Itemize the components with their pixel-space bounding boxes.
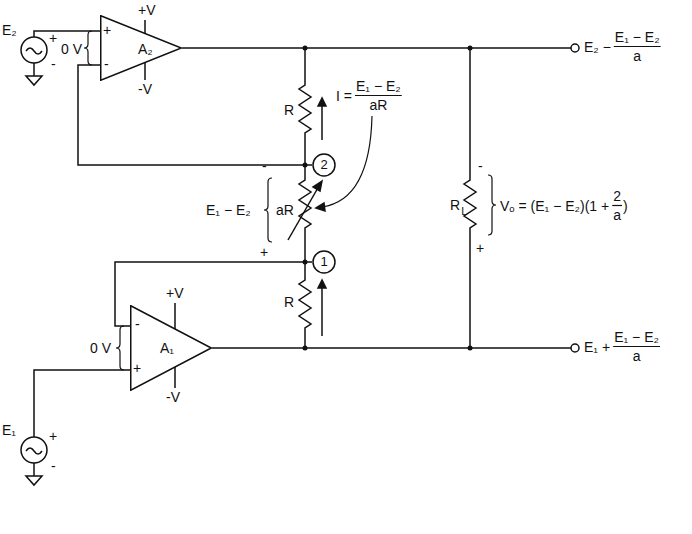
- junction-dot: [303, 346, 308, 351]
- callout-text: 1: [320, 254, 327, 270]
- circuit-label: R: [284, 294, 294, 310]
- voltage-source: [21, 37, 47, 63]
- circuit-label: 0 V: [61, 41, 82, 57]
- circuit-label: +: [49, 428, 57, 444]
- circuit-label: -V: [166, 389, 180, 405]
- circuit-label: +V: [166, 285, 184, 301]
- resistor-symbol: [299, 48, 311, 165]
- op-amp: A₁: [130, 305, 212, 391]
- circuit-label: -: [51, 56, 56, 72]
- circuit-label: -: [104, 56, 109, 72]
- circuit-label: aR: [276, 202, 294, 218]
- wire: [34, 370, 130, 437]
- circuit-label: aR: [369, 97, 387, 113]
- fraction-bars: [355, 47, 661, 347]
- ground-symbol: [26, 76, 42, 85]
- ac-symbol: [26, 48, 42, 54]
- variable-resistor-symbol: [299, 165, 311, 262]
- arrowhead: [318, 280, 326, 288]
- op-amp-name: A₁: [160, 340, 174, 356]
- circuit-label: +: [260, 244, 268, 260]
- circuit-label: +: [103, 22, 111, 38]
- circuit-label: E₁ − E₂: [356, 78, 401, 94]
- outline: [131, 306, 212, 391]
- brace: [488, 175, 496, 235]
- circuit-label: Vₒ = (E₁ − E₂)(1 +: [500, 198, 609, 214]
- callout-text: 2: [320, 157, 327, 173]
- circuit-label: L: [461, 203, 467, 219]
- callout-lead: [305, 165, 312, 262]
- current-arrow: [321, 104, 323, 140]
- arrowhead: [313, 181, 322, 191]
- brace: [264, 178, 272, 242]
- junction-dot: [303, 163, 308, 168]
- circuit-label: E₁ − E₂: [206, 202, 251, 218]
- circuit-label: ): [623, 198, 628, 214]
- circuit-label: I =: [336, 88, 352, 104]
- resistor-symbol: [299, 262, 311, 348]
- fraction-bar: [613, 346, 660, 347]
- output-terminal: [571, 44, 579, 52]
- circuit-label: -: [478, 158, 483, 174]
- circuit-label: E₁: [2, 422, 16, 438]
- circuit-label: E₂: [2, 22, 17, 38]
- output-terminal: [571, 344, 579, 352]
- fraction-bar: [614, 46, 661, 47]
- junction-dot: [303, 260, 308, 265]
- junction-dot: [468, 346, 473, 351]
- ground-symbol: [26, 476, 42, 485]
- circuit-label: -: [135, 316, 140, 332]
- wire: [212, 347, 571, 349]
- outline: [101, 16, 182, 81]
- junction-dots: [303, 46, 473, 351]
- op-amp-name: A₂: [138, 41, 153, 57]
- wire: [78, 65, 305, 165]
- circuit-label: -V: [138, 81, 152, 97]
- voltage-source: [21, 437, 47, 463]
- circuit-label: +: [476, 240, 484, 256]
- circuit-label: 2: [613, 188, 621, 204]
- brace: [116, 326, 124, 370]
- circuit-label: a: [633, 348, 641, 364]
- wire: [182, 47, 571, 49]
- circuit-label: a: [613, 207, 621, 223]
- circuit-label: -: [51, 458, 56, 474]
- outline: [313, 154, 335, 176]
- arrowhead: [316, 203, 325, 211]
- circuit-label: a: [633, 48, 641, 64]
- circuit-label: +: [133, 360, 141, 376]
- callout-number: 2: [312, 153, 336, 177]
- circuit-label: R: [450, 197, 460, 213]
- current-arrow: [321, 286, 323, 336]
- circuit-label: E₁ +: [584, 339, 610, 355]
- circuit-label: E₂ −: [584, 39, 611, 55]
- circuit-label: E₁ − E₂: [614, 329, 659, 345]
- junction-dot: [468, 46, 473, 51]
- circuit-label: +: [49, 30, 57, 46]
- load-resistor-symbol: [464, 48, 476, 348]
- fraction-bar: [612, 205, 622, 206]
- op-amp: A₂: [100, 15, 182, 81]
- circuit-label: R: [284, 102, 294, 118]
- junction-dot: [303, 46, 308, 51]
- circuit-label: +V: [138, 2, 156, 18]
- callout-number: 1: [312, 250, 336, 274]
- outline: [313, 251, 335, 273]
- wire: [33, 63, 35, 76]
- circuit-label: -: [262, 158, 267, 174]
- wire: [33, 463, 35, 476]
- arrowhead: [318, 98, 326, 106]
- circuit-label: 0 V: [90, 340, 111, 356]
- ac-symbol: [26, 448, 42, 454]
- brace: [84, 31, 92, 65]
- fraction-bar: [355, 95, 402, 96]
- circuit-label: E₁ − E₂: [615, 29, 660, 45]
